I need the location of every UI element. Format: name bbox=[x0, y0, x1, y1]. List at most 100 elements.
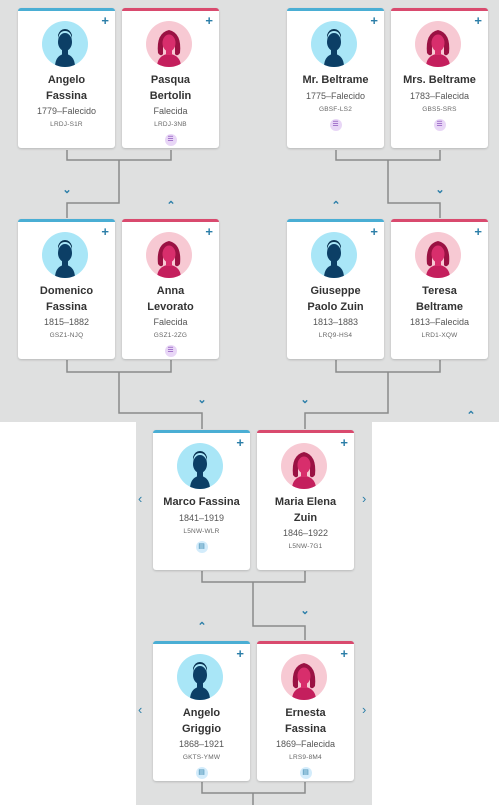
person-card-marco-fassina[interactable]: + Marco Fassina 1841–1919 L5NW-WLR ▤ bbox=[153, 430, 250, 570]
person-details: Pasqua Bertolin Falecida LRDJ-3NB ☰ bbox=[124, 73, 217, 146]
collapse-chevron-icon[interactable]: ⌄ bbox=[300, 394, 310, 406]
female-avatar-icon bbox=[146, 21, 192, 67]
person-details: Angelo Griggio 1868–1921 GKTS-YMW ▤ bbox=[155, 706, 248, 779]
canvas-white-area-right bbox=[372, 422, 499, 805]
source-icon[interactable]: ☰ bbox=[329, 118, 342, 131]
add-icon[interactable]: + bbox=[474, 224, 482, 239]
male-avatar-icon bbox=[177, 654, 223, 700]
female-avatar-icon bbox=[281, 443, 327, 489]
male-avatar-icon bbox=[42, 21, 88, 67]
connector-gen2-right bbox=[304, 360, 441, 429]
person-card-mr-beltrame[interactable]: + Mr. Beltrame 1775–Falecido GBSF-LS2 ☰ bbox=[287, 8, 384, 148]
person-details: Mr. Beltrame 1775–Falecido GBSF-LS2 ☰ bbox=[289, 73, 382, 131]
person-details: Angelo Fassina 1779–Falecido LRDJ-S1R bbox=[20, 73, 113, 130]
record-icon[interactable]: ▤ bbox=[299, 767, 312, 779]
source-icon[interactable]: ☰ bbox=[433, 118, 446, 131]
person-card-teresa-beltrame[interactable]: + Teresa Beltrame 1813–Falecida LRD1-XQW bbox=[391, 219, 488, 359]
person-name: Mrs. Beltrame bbox=[403, 74, 476, 86]
person-details: Mrs. Beltrame 1783–Falecida GBS5-SRS ☰ bbox=[393, 73, 486, 131]
collapse-chevron-icon[interactable]: ⌄ bbox=[435, 184, 445, 196]
add-icon[interactable]: + bbox=[101, 224, 109, 239]
person-details: Anna Levorato Falecida GSZ1-2ZG ☰ bbox=[124, 284, 217, 357]
source-icon[interactable]: ☰ bbox=[164, 134, 177, 146]
person-card-ernesta-fassina[interactable]: + Ernesta Fassina 1869–Falecida LRS9-8M4… bbox=[257, 641, 354, 781]
add-icon[interactable]: + bbox=[236, 435, 244, 450]
connector-gen3 bbox=[201, 571, 306, 640]
male-avatar-icon bbox=[177, 443, 223, 489]
person-id: LRS9-8M4 bbox=[289, 754, 322, 761]
next-arrow-icon[interactable]: › bbox=[362, 702, 367, 717]
person-details: Maria Elena Zuin 1846–1922 L5NW-7G1 bbox=[259, 495, 352, 552]
expand-chevron-icon[interactable]: ⌃ bbox=[197, 621, 207, 633]
person-name: Giuseppe bbox=[310, 285, 361, 297]
person-name: Angelo bbox=[182, 707, 221, 719]
collapse-chevron-icon[interactable]: ⌄ bbox=[300, 605, 310, 617]
person-card-domenico-fassina[interactable]: + Domenico Fassina 1815–1882 GSZ1-NJQ bbox=[18, 219, 115, 359]
expand-chevron-icon[interactable]: ⌃ bbox=[466, 410, 476, 422]
person-name: Teresa bbox=[422, 285, 457, 297]
person-details: Ernesta Fassina 1869–Falecida LRS9-8M4 ▤ bbox=[259, 706, 352, 779]
person-name: Angelo bbox=[47, 74, 86, 86]
add-icon[interactable]: + bbox=[205, 224, 213, 239]
person-dates: 1783–Falecida bbox=[409, 90, 470, 101]
person-name-last: Fassina bbox=[285, 722, 326, 735]
person-name-last: Griggio bbox=[181, 722, 222, 735]
record-icon[interactable]: ▤ bbox=[195, 540, 208, 553]
person-details: Domenico Fassina 1815–1882 GSZ1-NJQ bbox=[20, 284, 113, 341]
person-details: Giuseppe Paolo Zuin 1813–1883 LRQ9-HS4 bbox=[289, 284, 382, 341]
person-id: L5NW-WLR bbox=[183, 527, 220, 535]
person-card-anna-levorato[interactable]: + Anna Levorato Falecida GSZ1-2ZG ☰ bbox=[122, 219, 219, 359]
person-dates: 1775–Falecido bbox=[305, 90, 366, 101]
connector-gen1-left bbox=[66, 150, 172, 218]
add-icon[interactable]: + bbox=[205, 13, 213, 28]
add-icon[interactable]: + bbox=[236, 646, 244, 661]
person-name: Anna bbox=[156, 285, 185, 297]
expand-chevron-icon[interactable]: ⌃ bbox=[166, 200, 176, 212]
collapse-chevron-icon[interactable]: ⌄ bbox=[62, 184, 72, 196]
person-card-mrs-beltrame[interactable]: + Mrs. Beltrame 1783–Falecida GBS5-SRS ☰ bbox=[391, 8, 488, 148]
person-dates: 1813–1883 bbox=[312, 317, 359, 327]
person-dates: Falecida bbox=[153, 317, 188, 327]
female-avatar-icon bbox=[415, 21, 461, 67]
male-avatar-icon bbox=[311, 232, 357, 278]
person-name-last: Zuin bbox=[293, 511, 318, 524]
add-icon[interactable]: + bbox=[370, 224, 378, 239]
person-id: LRD1-XQW bbox=[421, 332, 458, 339]
person-name-last: Bertolin bbox=[149, 89, 192, 102]
person-id: GSZ1-NJQ bbox=[49, 332, 84, 339]
person-name: Domenico bbox=[39, 285, 94, 297]
person-name-last: Paolo Zuin bbox=[307, 300, 364, 313]
female-avatar-icon bbox=[415, 232, 461, 278]
person-name-last: Fassina bbox=[46, 300, 87, 313]
person-name: Ernesta bbox=[285, 707, 326, 719]
canvas-white-area-left bbox=[0, 422, 136, 805]
expand-chevron-icon[interactable]: ⌃ bbox=[331, 200, 341, 212]
person-id: GSZ1-2ZG bbox=[153, 332, 188, 339]
prev-arrow-icon[interactable]: ‹ bbox=[138, 702, 143, 717]
person-card-angelo-fassina-1779[interactable]: + Angelo Fassina 1779–Falecido LRDJ-S1R bbox=[18, 8, 115, 148]
person-card-angelo-griggio[interactable]: + Angelo Griggio 1868–1921 GKTS-YMW ▤ bbox=[153, 641, 250, 781]
add-icon[interactable]: + bbox=[370, 13, 378, 28]
person-id: LRDJ-3NB bbox=[154, 121, 187, 128]
person-dates: 1868–1921 bbox=[178, 739, 225, 749]
add-icon[interactable]: + bbox=[340, 646, 348, 661]
add-icon[interactable]: + bbox=[474, 13, 482, 28]
add-icon[interactable]: + bbox=[340, 435, 348, 450]
person-id: GBS5-SRS bbox=[422, 105, 457, 113]
person-card-giuseppe-paolo-zuin[interactable]: + Giuseppe Paolo Zuin 1813–1883 LRQ9-HS4 bbox=[287, 219, 384, 359]
prev-arrow-icon[interactable]: ‹ bbox=[138, 491, 143, 506]
record-icon[interactable]: ▤ bbox=[195, 767, 208, 779]
next-arrow-icon[interactable]: › bbox=[362, 491, 367, 506]
person-details: Marco Fassina 1841–1919 L5NW-WLR ▤ bbox=[155, 495, 248, 553]
connector-gen2-left bbox=[66, 360, 203, 429]
person-dates: 1846–1922 bbox=[282, 528, 329, 538]
collapse-chevron-icon[interactable]: ⌄ bbox=[197, 394, 207, 406]
person-dates: 1813–Falecida bbox=[409, 317, 470, 327]
person-name: Pasqua bbox=[150, 74, 191, 86]
person-details: Teresa Beltrame 1813–Falecida LRD1-XQW bbox=[393, 284, 486, 341]
person-card-pasqua-bertolin[interactable]: + Pasqua Bertolin Falecida LRDJ-3NB ☰ bbox=[122, 8, 219, 148]
person-card-maria-elena-zuin[interactable]: + Maria Elena Zuin 1846–1922 L5NW-7G1 bbox=[257, 430, 354, 570]
add-icon[interactable]: + bbox=[101, 13, 109, 28]
source-icon[interactable]: ☰ bbox=[164, 345, 177, 357]
